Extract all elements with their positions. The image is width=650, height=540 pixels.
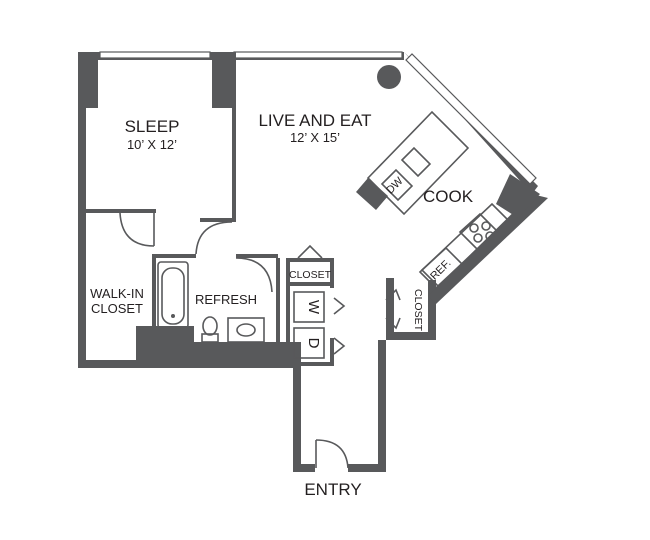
entry-label: ENTRY: [304, 480, 361, 499]
closet-label: CLOSET: [289, 269, 332, 281]
bathtub: [157, 261, 189, 329]
walk-in-closet-label-line1: WALK-IN: [90, 286, 144, 301]
washer-label: W: [305, 300, 322, 315]
kitchen-fixtures: [356, 65, 510, 290]
kitchen-closet-label: CLOSET: [412, 289, 424, 332]
range-icon: [458, 212, 502, 254]
live-eat-size: 12’ X 15’: [290, 130, 340, 145]
kitchen-sink-icon: [400, 146, 432, 178]
island-end: [356, 178, 388, 210]
column: [377, 65, 401, 89]
washer: [293, 291, 325, 323]
toilet-icon: [201, 316, 219, 343]
dryer-label: D: [305, 338, 322, 349]
dishwasher: [380, 168, 414, 202]
dryer: [293, 327, 325, 359]
live-eat-label: LIVE AND EAT: [258, 111, 371, 130]
sleep-label: SLEEP: [125, 117, 180, 136]
walk-in-closet-label-line2: CLOSET: [91, 301, 143, 316]
sleep-size: 10’ X 12’: [127, 137, 177, 152]
interior-walls: [86, 52, 334, 366]
door-swings: [119, 212, 401, 469]
bathroom-fixtures: [157, 261, 265, 343]
refresh-label: REFRESH: [195, 292, 257, 307]
cook-label: COOK: [423, 187, 474, 206]
refrigerator: [420, 246, 464, 288]
kitchen-counter: [418, 202, 510, 290]
laundry: [293, 291, 325, 359]
bathroom-sink-icon: [227, 317, 265, 343]
kitchen-island: [366, 110, 470, 216]
